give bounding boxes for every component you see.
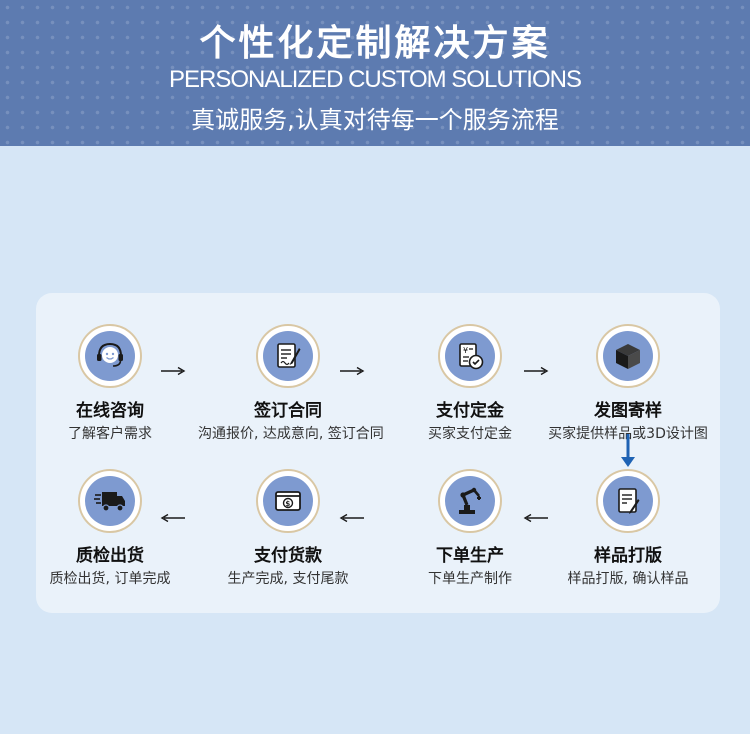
step-title: 签订合同 xyxy=(254,401,322,421)
step-pay-deposit: ¥ 支付定金 买家支付定金 xyxy=(380,326,560,443)
delivery-truck-icon xyxy=(94,492,125,512)
step-desc: 沟通报价, 达成意向, 签订合同 xyxy=(198,426,384,442)
payment-card-icon: $ xyxy=(275,491,301,511)
step-send-sample: 发图寄样 买家提供样品或3D设计图 xyxy=(538,326,718,443)
step-sample-proofing: 样品打版 样品打版, 确认样品 xyxy=(538,471,718,588)
step-title: 在线咨询 xyxy=(76,401,144,421)
document-edit-icon xyxy=(618,488,640,514)
robot-arm-icon xyxy=(459,487,481,514)
contract-pen-icon xyxy=(277,343,301,368)
step-title: 发图寄样 xyxy=(594,401,662,421)
arrow-right-icon xyxy=(524,366,549,376)
arrow-right-icon xyxy=(340,366,365,376)
step-inspect-ship: 质检出货 质检出货, 订单完成 xyxy=(20,471,200,588)
headset-icon xyxy=(97,342,123,367)
process-card: 在线咨询 了解客户需求 签订合同 沟通报价, 达成意向, 签订合同 ¥ xyxy=(36,293,720,613)
step-desc: 下单生产制作 xyxy=(428,571,512,587)
arrow-left-icon xyxy=(523,513,548,523)
svg-text:$: $ xyxy=(285,500,290,508)
step-online-consult: 在线咨询 了解客户需求 xyxy=(20,326,200,443)
svg-text:¥: ¥ xyxy=(463,346,468,355)
step-title: 质检出货 xyxy=(76,546,144,566)
page-tagline: 真诚服务,认真对待每一个服务流程 xyxy=(191,106,559,134)
invoice-coin-icon: ¥ xyxy=(459,343,484,370)
step-title: 样品打版 xyxy=(594,546,662,566)
step-production: 下单生产 下单生产制作 xyxy=(380,471,560,588)
header-banner: 个性化定制解决方案 PERSONALIZED CUSTOM SOLUTIONS … xyxy=(0,0,750,146)
page-subtitle: PERSONALIZED CUSTOM SOLUTIONS xyxy=(169,66,582,93)
step-desc: 生产完成, 支付尾款 xyxy=(227,571,349,587)
arrow-right-icon xyxy=(161,366,186,376)
step-desc: 质检出货, 订单完成 xyxy=(49,571,171,587)
step-sign-contract: 签订合同 沟通报价, 达成意向, 签订合同 xyxy=(198,326,384,443)
arrow-left-icon xyxy=(339,513,364,523)
step-desc: 样品打版, 确认样品 xyxy=(567,571,689,587)
step-title: 支付货款 xyxy=(254,546,322,566)
page-title: 个性化定制解决方案 xyxy=(199,23,551,64)
step-desc: 买家支付定金 xyxy=(428,426,512,442)
step-title: 支付定金 xyxy=(436,401,504,421)
arrow-left-icon xyxy=(160,513,185,523)
step-pay-balance: $ 支付货款 生产完成, 支付尾款 xyxy=(198,471,378,588)
step-desc: 了解客户需求 xyxy=(68,426,152,442)
box-icon xyxy=(616,344,640,369)
arrow-down-icon xyxy=(621,434,635,467)
step-title: 下单生产 xyxy=(436,546,504,566)
